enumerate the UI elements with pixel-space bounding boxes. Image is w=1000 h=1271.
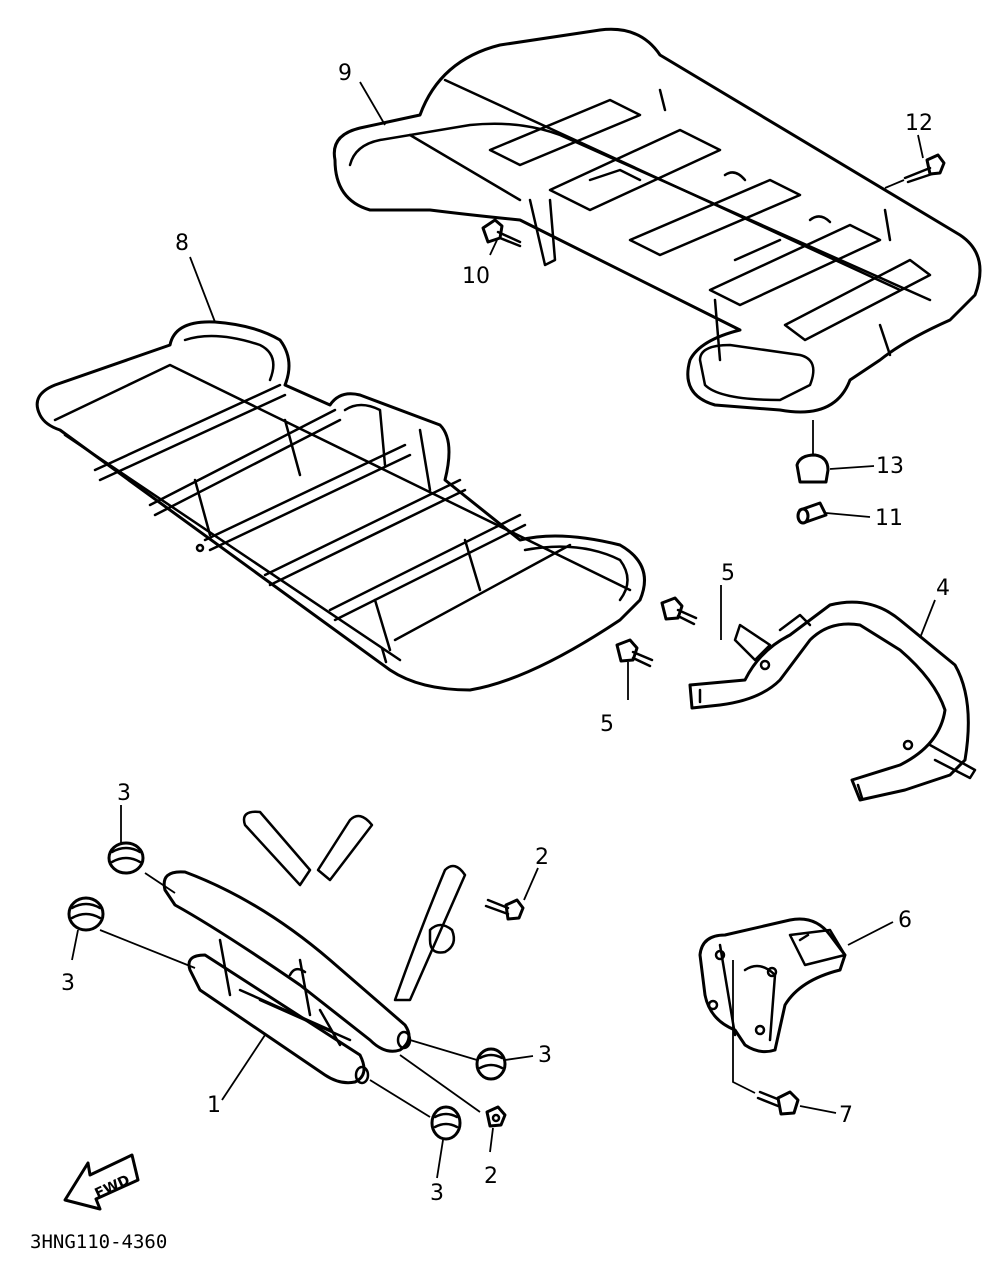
- callout-13: 13: [876, 454, 904, 479]
- callout-2-upper: 2: [535, 845, 549, 870]
- bolt-part-10: [481, 218, 522, 248]
- callout-5-upper: 5: [721, 561, 735, 586]
- bolt-part-2-upper: [484, 898, 525, 921]
- callout-6: 6: [898, 908, 912, 933]
- callout-3-upper-left: 3: [117, 781, 131, 806]
- callout-7: 7: [839, 1103, 853, 1128]
- bolt-part-2-lower: [485, 1105, 507, 1128]
- callout-8: 8: [175, 231, 189, 256]
- callout-3-bottom: 3: [430, 1181, 444, 1206]
- callout-11: 11: [875, 506, 903, 531]
- bolt-part-12: [903, 153, 946, 184]
- callout-3-right: 3: [538, 1043, 552, 1068]
- sleeve-part-11: [796, 501, 828, 525]
- callout-12: 12: [905, 111, 933, 136]
- callout-1: 1: [207, 1093, 221, 1118]
- grommet-part-3-bottom: [430, 1105, 462, 1141]
- callout-10: 10: [462, 264, 490, 289]
- bolt-part-7: [756, 1090, 800, 1116]
- leader-lines: [71, 81, 936, 1179]
- cap-part-13: [795, 453, 830, 484]
- drawing-code: 3HNG110-4360: [30, 1231, 167, 1253]
- callout-4: 4: [936, 576, 950, 601]
- callout-3-lower-left: 3: [61, 971, 75, 996]
- callout-2-lower: 2: [484, 1164, 498, 1189]
- fwd-arrow-icon: FWD: [63, 1153, 140, 1211]
- callout-5-lower: 5: [600, 712, 614, 737]
- grommet-part-3-lower-left: [67, 896, 105, 932]
- front-carrier-part-8: [35, 320, 646, 692]
- callout-9: 9: [338, 61, 352, 86]
- callout-labels: 9 12 10 8 13 11 5 4 5 3 2 6 3 3 1 7 2 3: [61, 61, 950, 1206]
- guard-frame-part-1: [162, 810, 467, 1085]
- rear-carrier-part-9: [332, 27, 982, 414]
- grommet-part-3-upper-left: [107, 841, 145, 875]
- mount-bracket-part-6: [698, 917, 847, 1054]
- bracket-part-4: [688, 600, 977, 802]
- bolt-part-5-lower: [615, 638, 654, 668]
- bolt-part-5-upper: [660, 596, 698, 626]
- grommet-part-3-right: [475, 1047, 507, 1081]
